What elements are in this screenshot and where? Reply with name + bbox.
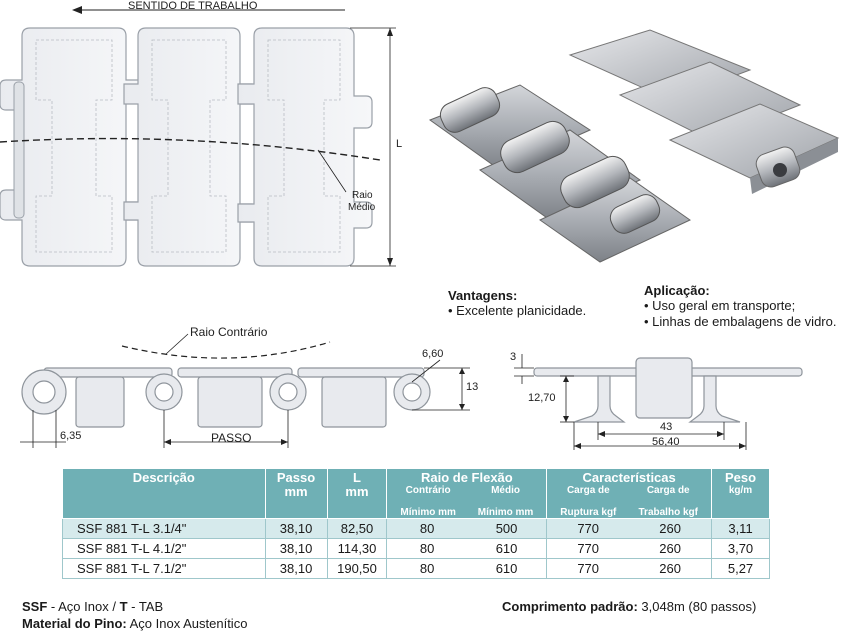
application-title: Aplicação: <box>644 283 710 298</box>
material-legend: SSF - Aço Inox / T - TAB <box>22 599 163 614</box>
pitch-label: PASSO <box>211 431 252 445</box>
chain-side-view-drawing <box>20 333 470 448</box>
t-code: T <box>119 599 128 614</box>
counter-radius-label: Raio Contrário <box>190 325 268 339</box>
application-block: Aplicação: Uso geral em transporte; Linh… <box>644 283 844 330</box>
application-item: Linhas de embalagens de vidro. <box>644 314 844 330</box>
direction-label: SENTIDO DE TRABALHO <box>128 0 258 12</box>
dim-13: 13 <box>466 381 479 393</box>
radius-label-line1: Raio <box>352 190 373 201</box>
ssf-text: - Aço Inox / <box>47 599 120 614</box>
dim-12-70: 12,70 <box>528 392 556 404</box>
chain-product-image <box>428 29 840 263</box>
cell-pitch: 38,10 <box>264 558 328 579</box>
length-label: Comprimento padrão: <box>502 599 638 614</box>
dim-56-40: 56,40 <box>652 436 680 448</box>
dim-3: 3 <box>510 351 517 363</box>
cell-weight: 3,11 <box>711 518 770 539</box>
dim-6-35: 6,35 <box>60 430 82 442</box>
cell-pitch: 38,10 <box>264 538 328 559</box>
cell-weight: 5,27 <box>711 558 770 579</box>
length-text: 3,048m (80 passos) <box>637 599 757 614</box>
cell-description: SSF 881 T-L 7.1/2" <box>62 558 266 579</box>
application-item: Uso geral em transporte; <box>644 298 844 314</box>
pin-label: Material do Pino: <box>22 616 127 631</box>
cell-description: SSF 881 T-L 4.1/2" <box>62 538 266 559</box>
cell-weight: 3,70 <box>711 538 770 559</box>
cell-length: 190,50 <box>326 558 388 579</box>
chain-section-drawing <box>514 354 803 450</box>
l-dimension-label: L <box>396 138 403 150</box>
standard-length: Comprimento padrão: 3,048m (80 passos) <box>502 599 756 614</box>
pin-text: Aço Inox Austenítico <box>126 616 248 631</box>
cell-length: 82,50 <box>326 518 388 539</box>
t-text: - TAB <box>127 599 164 614</box>
chain-top-view-drawing <box>0 6 396 267</box>
cell-description: SSF 881 T-L 3.1/4" <box>62 518 266 539</box>
header-description: Descrição <box>62 468 266 519</box>
radius-label-line2: Médio <box>348 202 376 213</box>
pin-material: Material do Pino: Aço Inox Austenítico <box>22 616 247 631</box>
advantages-title: Vantagens: <box>448 288 518 303</box>
advantage-item: Excelente planicidade. <box>448 303 586 319</box>
ssf-code: SSF <box>22 599 48 614</box>
dim-6-60: 6,60 <box>422 348 444 360</box>
advantages-block: Vantagens: Excelente planicidade. <box>448 288 586 319</box>
cell-pitch: 38,10 <box>264 518 328 539</box>
dim-43: 43 <box>660 421 673 433</box>
cell-length: 114,30 <box>326 538 388 559</box>
